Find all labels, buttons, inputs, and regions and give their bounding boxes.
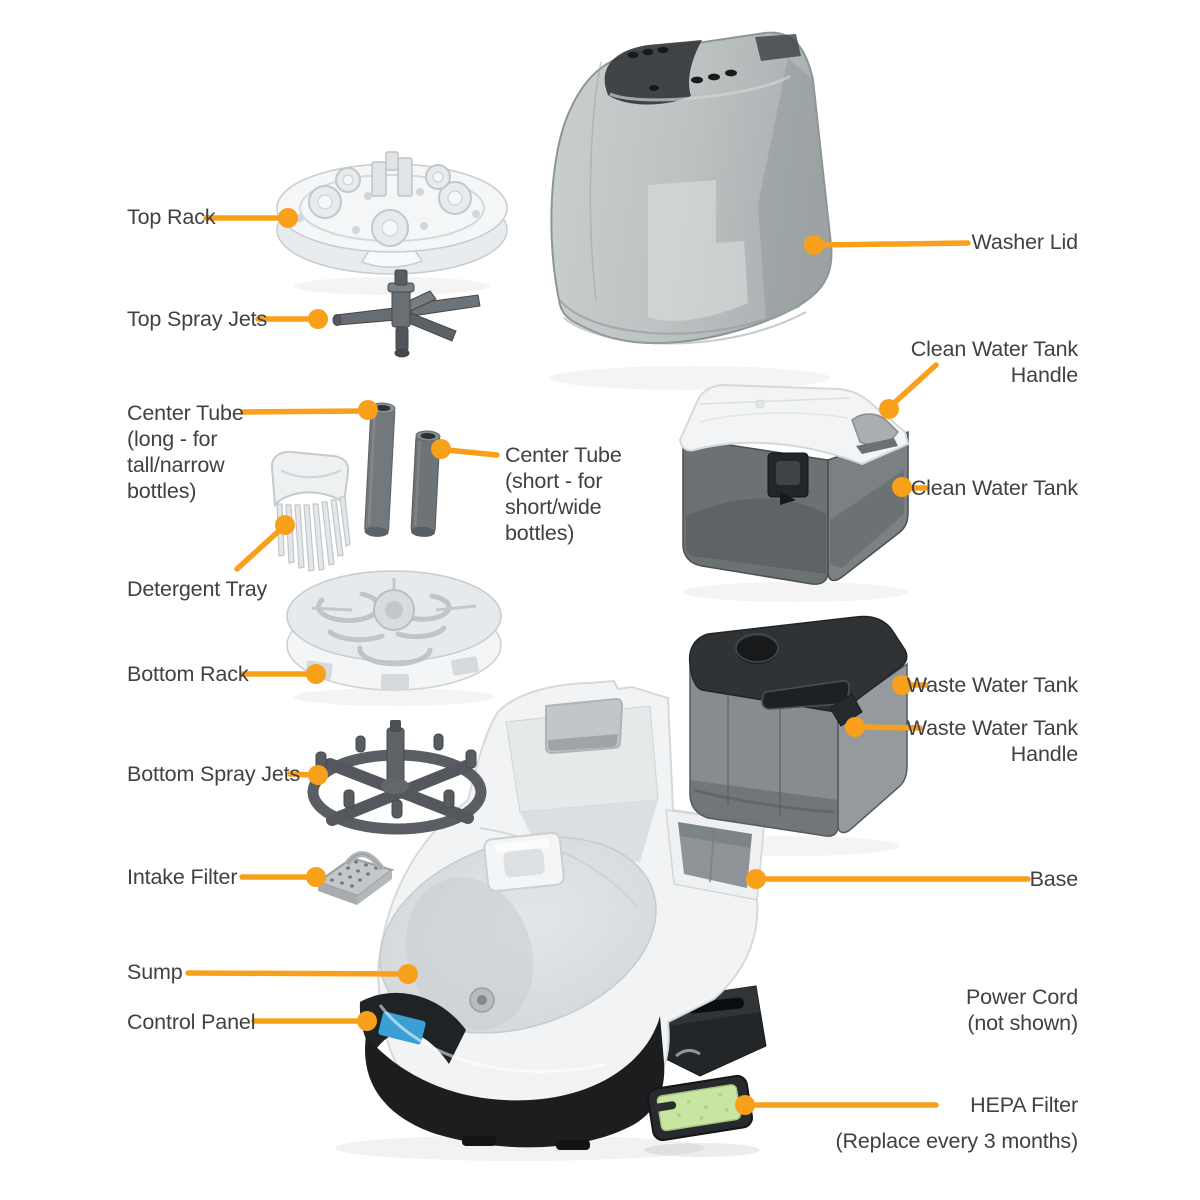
center-tube-long-illustration bbox=[364, 402, 396, 537]
leader-sump bbox=[185, 964, 418, 984]
leader-top-spray-jets bbox=[255, 309, 328, 329]
detergent-tray-illustration bbox=[270, 450, 351, 572]
leader-clean-water-tank bbox=[892, 477, 929, 497]
hepa-filter-illustration bbox=[646, 1074, 754, 1142]
top-spray-jets-illustration bbox=[332, 269, 481, 358]
intake-filter-holes bbox=[330, 860, 378, 888]
leader-detergent-tray bbox=[234, 515, 295, 572]
label-power-cord: Power Cord (not shown) bbox=[965, 985, 1078, 1035]
lid-vent-holes bbox=[627, 46, 737, 91]
leader-lines bbox=[185, 208, 1031, 1115]
label-waste-water-tank: Waste Water Tank bbox=[906, 673, 1078, 697]
label-washer-lid: Washer Lid bbox=[971, 230, 1079, 254]
spray-nozzles bbox=[315, 733, 477, 819]
label-control-panel: Control Panel bbox=[127, 1010, 256, 1034]
leader-waste-water-tank-handle bbox=[845, 717, 923, 737]
washer-lid-illustration bbox=[550, 31, 833, 345]
center-tube-short-illustration bbox=[410, 430, 441, 537]
label-bottom-rack: Bottom Rack bbox=[127, 662, 249, 686]
waste-water-tank-illustration bbox=[688, 615, 908, 837]
label-detergent-tray: Detergent Tray bbox=[127, 577, 268, 601]
leader-intake-filter bbox=[239, 867, 326, 887]
hepa-speckles bbox=[676, 1092, 729, 1120]
label-base: Base bbox=[1029, 867, 1079, 891]
top-rack-detail-dots bbox=[296, 188, 480, 234]
leader-bottom-spray-jets bbox=[287, 765, 328, 785]
sump-bowl bbox=[379, 836, 657, 1034]
label-clean-water-tank: Clean Water Tank bbox=[910, 476, 1078, 500]
top-rack-illustration bbox=[276, 151, 508, 275]
label-intake-filter: Intake Filter bbox=[127, 865, 238, 889]
top-rack-hub bbox=[371, 151, 413, 197]
sump-latch bbox=[483, 831, 565, 893]
base-tank-holder bbox=[665, 809, 765, 901]
label-center-tube-short: Center Tube (short - for short/wide bott… bbox=[505, 443, 622, 545]
top-rack-rosette-centers bbox=[317, 171, 463, 237]
bottom-rack-illustration bbox=[286, 570, 502, 691]
label-top-rack: Top Rack bbox=[127, 205, 216, 229]
label-sump: Sump bbox=[127, 960, 183, 984]
label-hepa-filter-note: (Replace every 3 months) bbox=[835, 1129, 1078, 1153]
leader-center-tube-short bbox=[431, 439, 500, 459]
leader-washer-lid bbox=[804, 235, 971, 255]
label-top-spray-jets: Top Spray Jets bbox=[127, 307, 268, 331]
base-illustration bbox=[359, 679, 767, 1150]
label-waste-water-tank-handle: Waste Water Tank Handle bbox=[906, 716, 1078, 766]
bottom-rack-spokes bbox=[311, 578, 477, 612]
leader-hepa-filter bbox=[735, 1095, 939, 1115]
soft-shadows bbox=[294, 277, 907, 1161]
clean-water-tank-illustration bbox=[678, 383, 910, 585]
bottom-spray-jets-illustration bbox=[307, 720, 487, 835]
leader-waste-water-tank bbox=[892, 675, 929, 695]
leader-control-panel bbox=[251, 1011, 377, 1031]
label-hepa-filter: HEPA Filter bbox=[970, 1093, 1078, 1117]
label-clean-water-tank-handle: Clean Water Tank Handle bbox=[910, 337, 1078, 387]
leader-bottom-rack bbox=[240, 664, 326, 684]
detergent-tray-slats bbox=[276, 496, 351, 572]
leader-clean-water-tank-handle bbox=[879, 362, 939, 419]
label-center-tube-long: Center Tube (long - for tall/narrow bott… bbox=[127, 401, 244, 503]
leader-top-rack bbox=[203, 208, 298, 228]
leader-center-tube-long bbox=[240, 400, 378, 420]
label-bottom-spray-jets: Bottom Spray Jets bbox=[127, 762, 301, 786]
leader-base bbox=[746, 869, 1031, 889]
intake-filter-illustration bbox=[315, 851, 395, 905]
